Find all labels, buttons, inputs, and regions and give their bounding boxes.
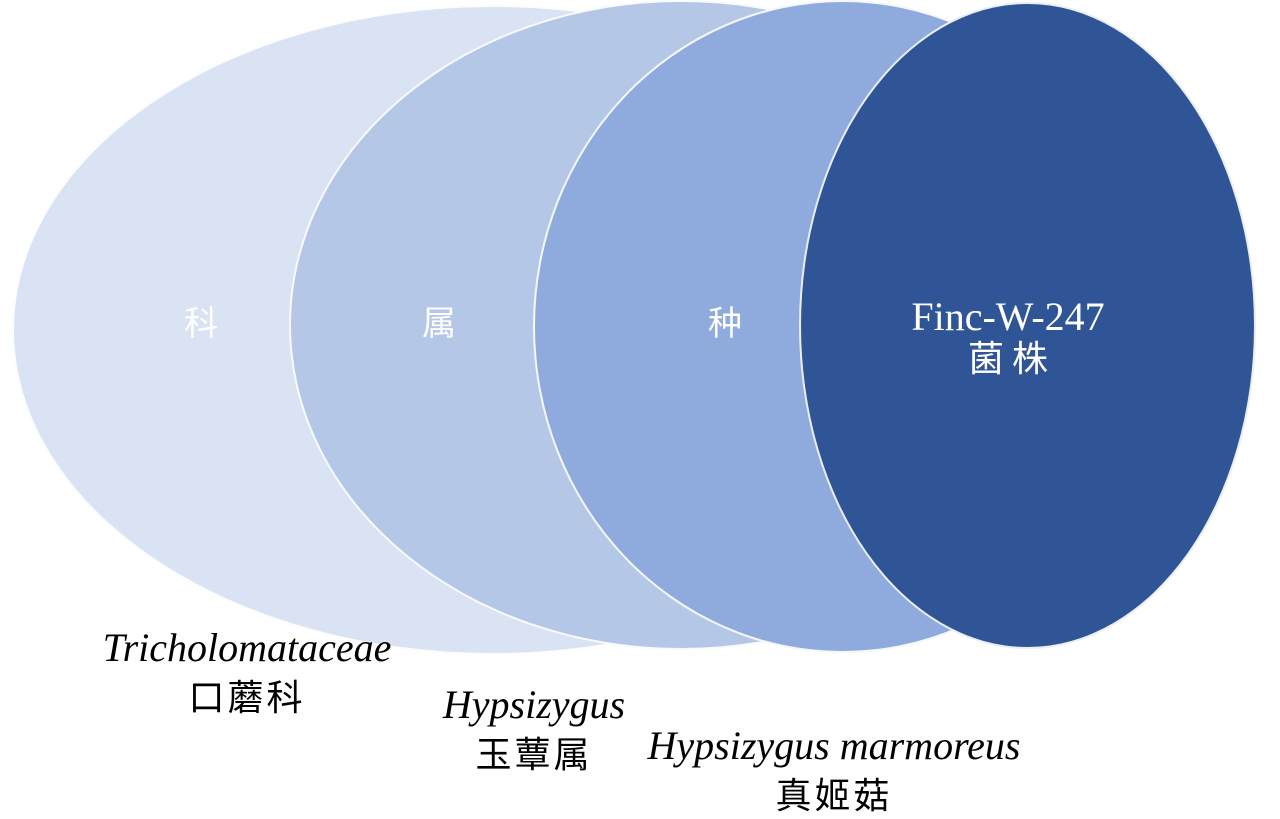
species-caption: Hypsizygus marmoreus 真姬菇 xyxy=(648,721,1021,819)
strain-label: Finc-W-247 菌株 xyxy=(911,296,1104,380)
family-latin-name: Tricholomataceae xyxy=(102,625,392,670)
genus-rank-label: 属 xyxy=(422,306,456,343)
species-rank-label: 种 xyxy=(708,306,742,343)
species-latin-name: Hypsizygus marmoreus xyxy=(647,723,1021,768)
family-chinese-name: 口蘑科 xyxy=(188,678,306,718)
family-rank-label: 科 xyxy=(184,306,218,343)
species-chinese-name: 真姬菇 xyxy=(775,776,893,816)
strain-word: 菌株 xyxy=(968,339,1056,379)
genus-chinese-name: 玉蕈属 xyxy=(475,735,593,775)
strain-code: Finc-W-247 xyxy=(911,294,1105,339)
family-caption: Tricholomataceae 口蘑科 xyxy=(103,623,392,723)
strain-ellipse xyxy=(799,2,1256,649)
genus-caption: Hypsizygus 玉蕈属 xyxy=(443,680,625,780)
genus-latin-name: Hypsizygus xyxy=(442,682,626,727)
